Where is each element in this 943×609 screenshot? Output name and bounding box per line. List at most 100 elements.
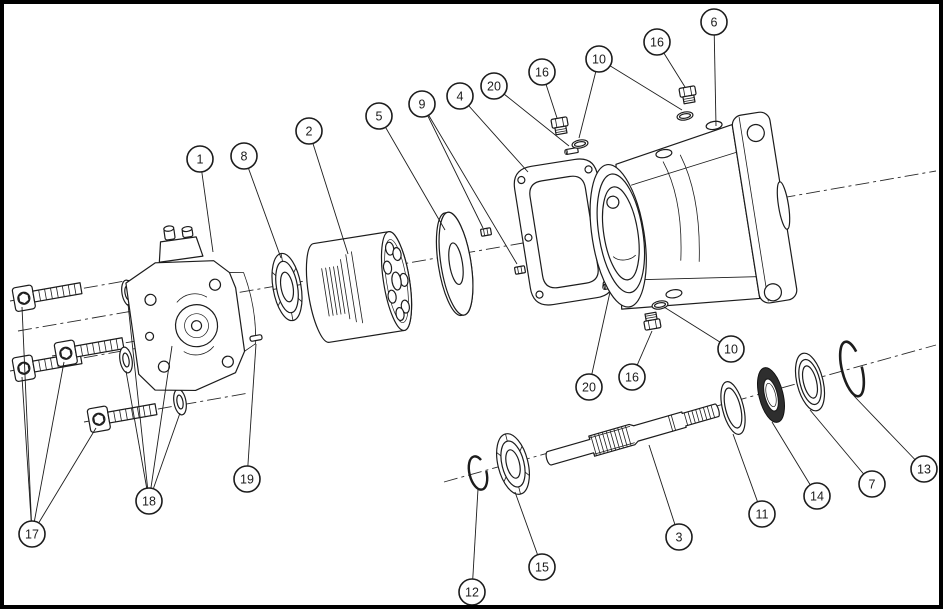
balloon-number: 16 [535, 66, 549, 80]
pump-housing [589, 111, 798, 310]
leader-line [31, 427, 97, 535]
balloon-circle [446, 82, 474, 110]
leader-line [588, 291, 611, 388]
balloon-number: 17 [25, 528, 39, 542]
callout-balloon-16: 16 [528, 58, 556, 86]
balloon-circle [585, 45, 613, 73]
leader-line [421, 103, 518, 265]
balloon-circle [186, 145, 214, 173]
washer [171, 387, 189, 417]
cylinder-barrel [305, 231, 413, 343]
callout-balloon-20: 20 [575, 373, 603, 401]
set-screw [480, 227, 492, 237]
balloon-circle [233, 465, 261, 493]
callout-balloon-18: 18 [135, 487, 163, 515]
balloon-number: 8 [241, 150, 248, 164]
thrust-plate [435, 211, 474, 317]
leader-line [459, 95, 529, 173]
callout-balloon-8: 8 [230, 142, 258, 170]
leader-line [308, 130, 349, 255]
shaft-seal [757, 367, 785, 423]
housing-gasket [513, 158, 615, 306]
hex-plug [678, 85, 699, 105]
leader-line [713, 21, 717, 127]
balloon-circle [665, 523, 693, 551]
callout-balloon-7: 7 [858, 470, 886, 498]
callout-balloon-19: 19 [233, 465, 261, 493]
balloon-circle [528, 553, 556, 581]
balloon-circle [748, 500, 776, 528]
callout-balloon-16: 16 [618, 363, 646, 391]
shaft-bearing [496, 433, 530, 495]
callout-balloon-14: 14 [803, 482, 831, 510]
leader-line [125, 370, 150, 502]
leader-line [648, 444, 680, 538]
balloon-number: 4 [457, 90, 464, 104]
balloon-number: 20 [487, 80, 501, 94]
balloon-number: 15 [535, 561, 549, 575]
callout-balloon-20: 20 [480, 72, 508, 100]
balloon-circle [135, 487, 163, 515]
leader-line [21, 306, 33, 535]
callout-balloon-13: 13 [910, 455, 938, 483]
leader-line [246, 343, 257, 480]
retaining-ring-large [838, 340, 866, 398]
balloon-circle [365, 102, 393, 130]
leader-line [127, 303, 150, 502]
balloon-circle [295, 117, 323, 145]
balloon-number: 16 [625, 371, 639, 385]
balloon-number: 5 [376, 110, 383, 124]
balloon-circle [480, 72, 508, 100]
balloon-circle [408, 90, 436, 118]
leader-line [771, 421, 818, 497]
leader-line [421, 103, 484, 229]
drive-shaft [545, 403, 720, 466]
balloon-number: 2 [306, 125, 313, 139]
washer [117, 345, 135, 375]
balloon-circle [717, 335, 745, 363]
balloon-circle [575, 373, 603, 401]
balloon-circle [618, 363, 646, 391]
balloon-number: 16 [650, 36, 664, 50]
balloon-circle [643, 28, 671, 56]
balloon-number: 7 [869, 478, 876, 492]
o-ring [570, 138, 590, 150]
leader-line [598, 58, 683, 111]
dowel-pin [249, 334, 263, 342]
hex-plug [641, 311, 662, 331]
balloon-number: 9 [419, 98, 426, 112]
balloon-number: 11 [756, 508, 769, 522]
callout-balloon-2: 2 [295, 117, 323, 145]
callout-balloon-3: 3 [665, 523, 693, 551]
leader-line [471, 488, 479, 593]
set-screw [514, 265, 526, 275]
leader-line [493, 85, 570, 147]
balloon-number: 12 [465, 586, 479, 600]
callout-balloon-9: 9 [408, 90, 436, 118]
cap-screw [11, 275, 84, 313]
callout-balloon-10: 10 [717, 335, 745, 363]
balloon-number: 10 [592, 53, 606, 67]
callout-balloon-6: 6 [700, 8, 728, 36]
leader-line [199, 158, 214, 253]
set-screws [480, 227, 526, 275]
callout-balloon-1: 1 [186, 145, 214, 173]
shaft-o-ring [720, 381, 746, 435]
leader-line [31, 361, 65, 535]
leader-line [378, 115, 446, 231]
balloon-circle [803, 482, 831, 510]
balloon-number: 19 [240, 473, 254, 487]
balloon-circle [528, 58, 556, 86]
balloon-circle [230, 142, 258, 170]
callout-balloon-5: 5 [365, 102, 393, 130]
leader-line [243, 155, 282, 259]
callout-balloon-15: 15 [528, 553, 556, 581]
callout-balloon-10: 10 [585, 45, 613, 73]
balloon-circle [858, 470, 886, 498]
roll-pin [564, 147, 579, 155]
balloon-number: 1 [197, 153, 204, 167]
leader-line [809, 409, 873, 485]
callout-balloon-16: 16 [643, 28, 671, 56]
